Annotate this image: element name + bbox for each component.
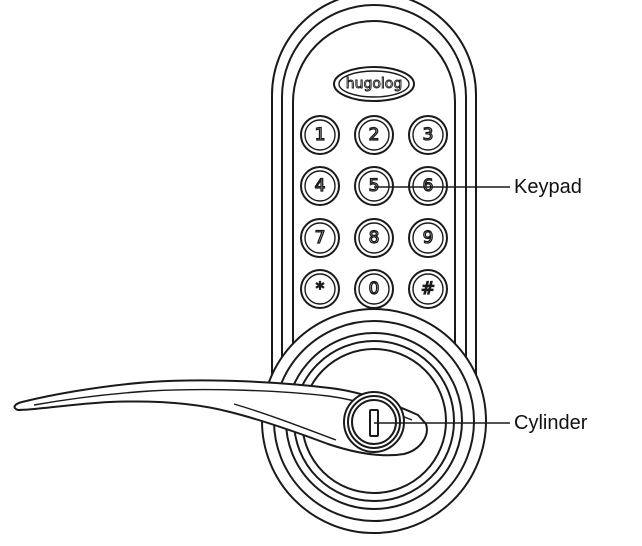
- key-label: 7: [315, 228, 326, 248]
- hub-inner: [347, 395, 401, 449]
- lever-handle[interactable]: [13, 379, 428, 457]
- key-label: 6: [423, 176, 434, 196]
- brand-logo-text: hugolog: [346, 76, 403, 92]
- key-5-button[interactable]: 5: [354, 166, 394, 206]
- key-0-button[interactable]: 0: [354, 269, 394, 309]
- key-ring-inner: [412, 119, 444, 151]
- key-label: 0: [369, 279, 380, 299]
- key-label: 5: [369, 176, 380, 196]
- key-ring-inner: [358, 222, 390, 254]
- key-ring-inner: [304, 119, 336, 151]
- keypad-panel: [292, 20, 456, 363]
- key-ring: [408, 166, 448, 206]
- key-ring: [300, 218, 340, 258]
- key-label: 1: [315, 125, 326, 145]
- key-1-button[interactable]: 1: [300, 115, 340, 155]
- key-ring-inner: [358, 119, 390, 151]
- key-6-button[interactable]: 6: [408, 166, 448, 206]
- key-label: 8: [369, 228, 380, 248]
- key-label: #: [421, 279, 435, 299]
- key-label: 9: [423, 228, 434, 248]
- escutcheon-outer: [271, 0, 477, 379]
- keypad: 1 2 3 4 5 6 7 8 9 * 0 #: [300, 115, 448, 309]
- brand-logo: hugolog: [333, 66, 415, 102]
- key-3-button[interactable]: 3: [408, 115, 448, 155]
- key-ring-inner: [412, 222, 444, 254]
- keypad-label: Keypad: [514, 176, 582, 198]
- key-hash-button[interactable]: #: [408, 269, 448, 309]
- key-ring: [354, 218, 394, 258]
- cylinder-label: Cylinder: [514, 412, 588, 434]
- key-label: 2: [369, 125, 380, 145]
- key-ring: [354, 166, 394, 206]
- key-star-button[interactable]: *: [300, 269, 340, 309]
- key-label: 4: [315, 176, 326, 196]
- key-ring-inner: [412, 170, 444, 202]
- escutcheon-inner: [281, 4, 467, 373]
- key-ring-inner: [412, 273, 444, 305]
- key-ring: [300, 269, 340, 309]
- key-ring: [300, 115, 340, 155]
- key-ring-inner: [304, 222, 336, 254]
- key-ring: [408, 218, 448, 258]
- key-ring-inner: [358, 170, 390, 202]
- lever-handle-lower: [233, 403, 337, 441]
- key-7-button[interactable]: 7: [300, 218, 340, 258]
- key-label: 3: [423, 125, 434, 145]
- key-4-button[interactable]: 4: [300, 166, 340, 206]
- key-2-button[interactable]: 2: [354, 115, 394, 155]
- key-ring: [408, 115, 448, 155]
- key-8-button[interactable]: 8: [354, 218, 394, 258]
- key-label: *: [316, 279, 325, 299]
- key-ring-inner: [304, 273, 336, 305]
- key-ring: [354, 115, 394, 155]
- key-ring-inner: [358, 273, 390, 305]
- key-ring-inner: [304, 170, 336, 202]
- key-ring: [408, 269, 448, 309]
- key-9-button[interactable]: 9: [408, 218, 448, 258]
- key-ring: [300, 166, 340, 206]
